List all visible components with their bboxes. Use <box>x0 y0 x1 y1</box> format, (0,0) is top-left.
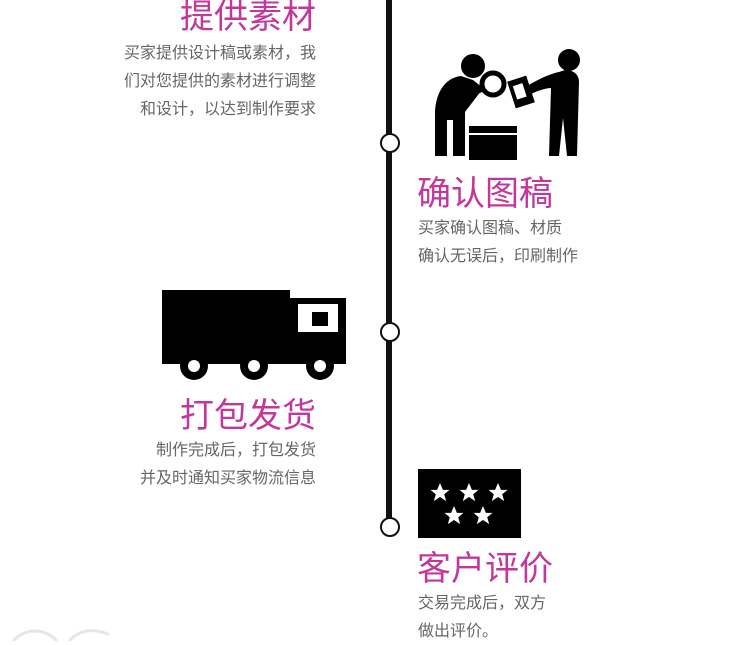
step-title-confirm: 确认图稿 <box>417 174 553 214</box>
confirm-draft-icon <box>435 49 580 160</box>
step-desc-shipping: 制作完成后，打包发货 并及时通知买家物流信息 <box>100 436 316 492</box>
decorative-swirl <box>12 629 110 642</box>
timeline-node-shipping <box>380 322 400 342</box>
step-desc-line: 买家提供设计稿或素材，我 <box>123 43 316 62</box>
timeline-node-confirm <box>380 133 400 153</box>
step-desc-line: 和设计，以达到制作要求 <box>139 99 316 118</box>
step-desc-line: 做出评价。 <box>418 621 499 640</box>
step-desc-line: 买家确认图稿、材质 <box>418 218 563 237</box>
timeline-line <box>386 0 392 527</box>
step-desc-line: 确认无误后，印刷制作 <box>418 246 579 265</box>
five-stars-icon <box>418 469 521 538</box>
step-desc-review: 交易完成后，双方 做出评价。 <box>418 589 546 645</box>
step-desc-materials: 买家提供设计稿或素材，我 们对您提供的素材进行调整 和设计，以达到制作要求 <box>100 39 316 123</box>
step-desc-confirm: 买家确认图稿、材质 确认无误后，印刷制作 <box>418 214 578 270</box>
step-title-shipping: 打包发货 <box>180 396 316 436</box>
step-desc-line: 们对您提供的素材进行调整 <box>123 71 316 90</box>
step-desc-line: 并及时通知买家物流信息 <box>139 468 316 487</box>
step-title-materials: 提供素材 <box>180 0 316 37</box>
step-desc-line: 制作完成后，打包发货 <box>155 440 316 459</box>
step-desc-line: 交易完成后，双方 <box>418 593 547 612</box>
delivery-truck-icon <box>162 290 346 380</box>
step-title-review: 客户评价 <box>417 549 553 589</box>
timeline-node-review <box>380 517 400 537</box>
